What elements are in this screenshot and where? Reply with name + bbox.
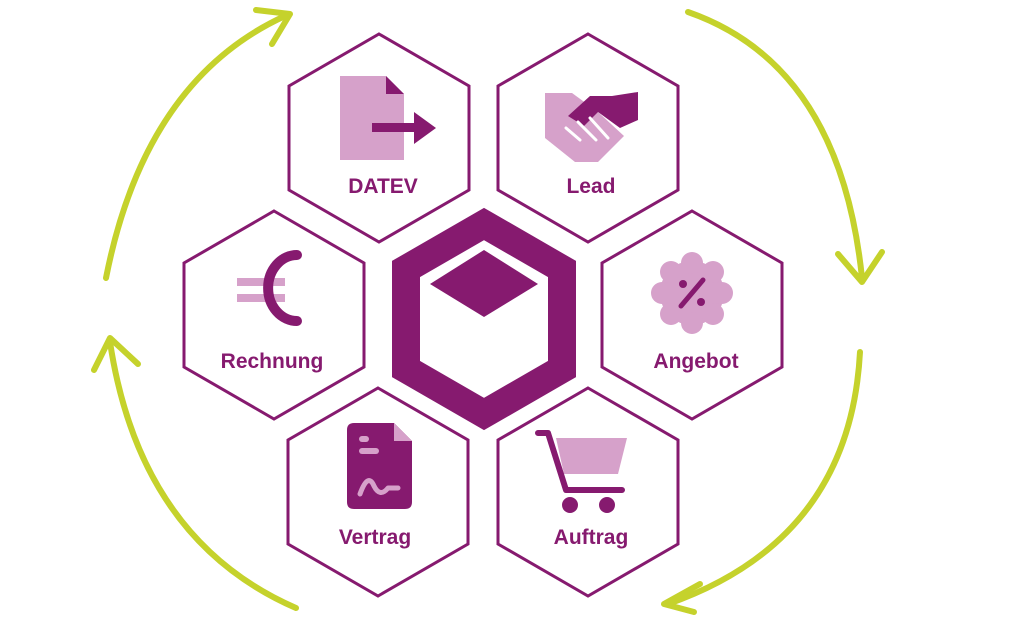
handshake-icon (545, 92, 638, 162)
hex-node-vertrag[interactable]: Vertrag (286, 386, 470, 598)
hex-node-rechnung[interactable]: Rechnung (182, 209, 366, 421)
hex-label-angebot: Angebot (653, 350, 738, 373)
hex-node-auftrag[interactable]: Auftrag (496, 386, 680, 598)
euro-icon (237, 250, 302, 326)
arrow-top-left (103, 7, 293, 281)
hex-label-vertrag: Vertrag (339, 526, 411, 549)
contract-signature-icon (347, 423, 412, 509)
hex-label-datev: DATEV (348, 175, 418, 198)
shopping-cart-icon (535, 430, 627, 513)
hex-label-lead: Lead (566, 175, 615, 198)
hex-node-datev[interactable]: DATEV (287, 32, 471, 244)
hex-label-rechnung: Rechnung (221, 350, 324, 373)
hex-label-auftrag: Auftrag (554, 526, 629, 549)
cycle-arrows-icon (91, 7, 885, 615)
discount-badge-icon (651, 252, 733, 334)
arrow-bottom-right (661, 349, 863, 615)
arrow-top-right (685, 9, 885, 285)
hex-node-lead[interactable]: Lead (496, 32, 680, 244)
file-export-icon (340, 76, 436, 160)
center-hexagon (392, 207, 576, 431)
hex-node-angebot[interactable]: Angebot (600, 209, 784, 421)
cube-icon (430, 250, 538, 317)
arrow-bottom-left (91, 335, 299, 611)
